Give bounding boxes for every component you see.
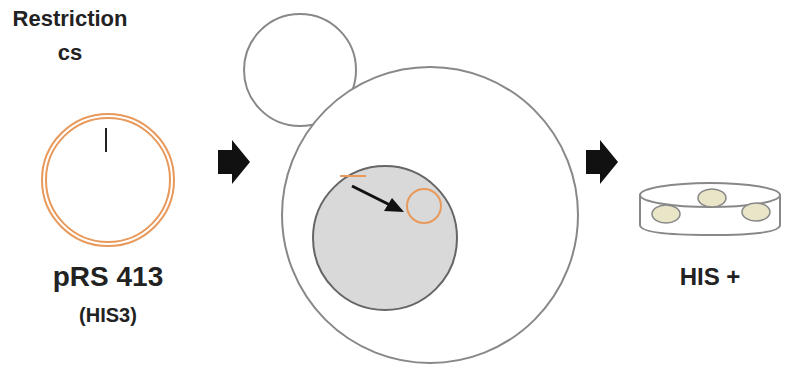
circular-plasmid xyxy=(407,189,441,223)
cut-site-tick xyxy=(105,128,107,152)
marker-label: (HIS3) xyxy=(8,302,208,328)
yeast-cell xyxy=(282,67,578,363)
colony xyxy=(742,203,770,221)
colony xyxy=(652,205,680,223)
plasmid-outer xyxy=(42,114,174,246)
restriction-site-label: Restriction cs xyxy=(0,2,140,70)
process-arrow xyxy=(218,140,250,184)
repair-arrowhead xyxy=(384,198,404,212)
colony xyxy=(698,189,726,207)
repair-arrow xyxy=(352,186,392,206)
plasmid-inner xyxy=(46,118,170,242)
linear-plasmid xyxy=(340,175,366,177)
nucleus xyxy=(313,166,457,310)
process-arrow xyxy=(586,140,618,184)
plasmid-name: pRS 413 xyxy=(8,260,208,294)
phenotype-label: HIS + xyxy=(640,262,780,292)
